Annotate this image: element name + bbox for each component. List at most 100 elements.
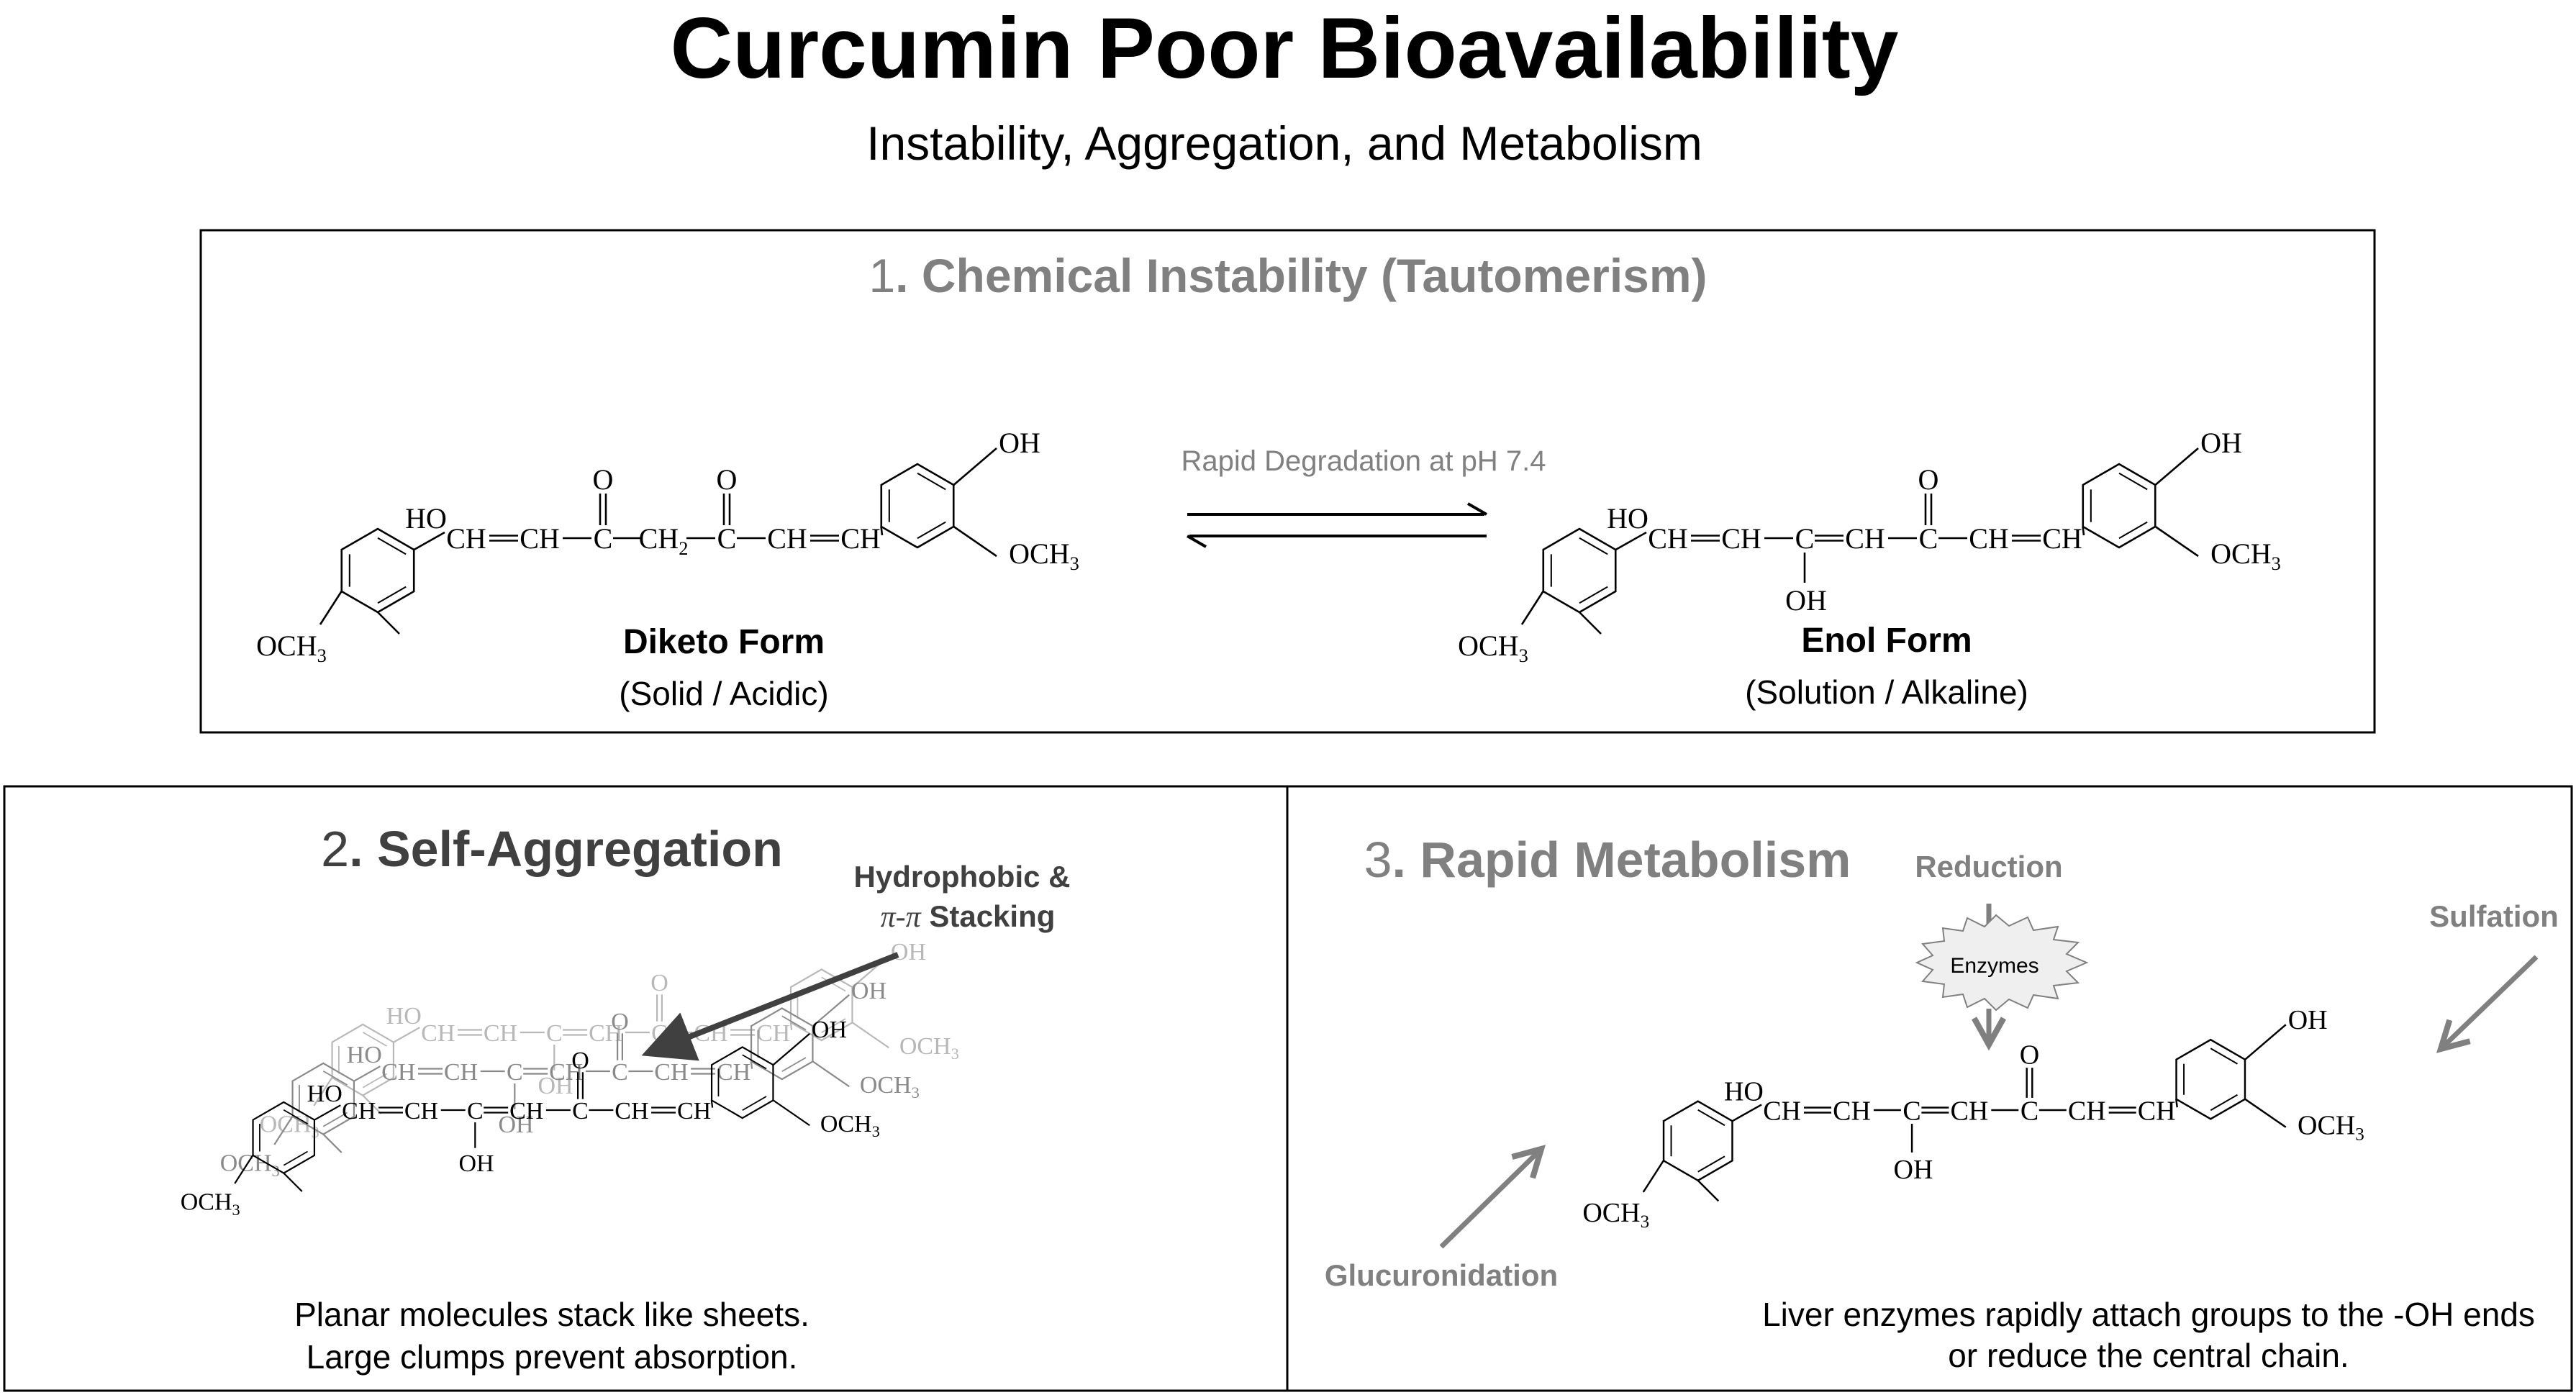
glucuronidation-arrow xyxy=(1439,1149,1541,1249)
panel1-heading-text: . Chemical Instability (Tautomerism) xyxy=(895,249,1707,302)
enol-carbon-hydroxyl: OH xyxy=(498,1112,533,1138)
right-aryl-ring xyxy=(2210,1094,2238,1112)
chain-ch: CH xyxy=(840,522,881,555)
chain-ch: CH xyxy=(717,1059,750,1086)
methyl-stub xyxy=(1697,1179,1720,1202)
right-aryl-ring xyxy=(880,463,955,549)
right-aryl-ring xyxy=(781,1015,807,1031)
panel2-heading-text: . Self-Aggregation xyxy=(349,821,783,877)
ketone-oxygen: O xyxy=(2020,1040,2039,1070)
methoxy-label-left: OCH3 xyxy=(256,630,327,666)
page-title: Curcumin Poor Bioavailability xyxy=(670,0,1898,96)
stacking-annotation-word: Stacking xyxy=(921,899,1056,933)
methyl-stub xyxy=(322,1133,343,1153)
hydroxyl-label-left: HO xyxy=(386,1003,422,1030)
hydroxyl-label-left: HO xyxy=(405,502,447,535)
left-aryl-ring xyxy=(1579,537,1608,555)
ketone-carbon: C xyxy=(1919,522,1938,555)
page-subtitle: Instability, Aggregation, and Metabolism xyxy=(866,117,1702,170)
methoxy-bond-left xyxy=(319,591,343,625)
enol-carbon-hydroxyl: OH xyxy=(538,1073,573,1099)
panel3-heading-text: . Rapid Metabolism xyxy=(1392,832,1851,888)
panel2-number: 2 xyxy=(321,821,349,877)
hydroxyl-bond-right xyxy=(2154,447,2199,486)
panel3-caption-line2: or reduce the central chain. xyxy=(1948,1337,2349,1374)
aryl-chain-bond xyxy=(393,1027,420,1043)
hydroxyl-label-right: OH xyxy=(2288,1005,2328,1035)
chain-ch: CH xyxy=(1833,1096,1871,1126)
ketone-2-carbon: C xyxy=(717,522,737,555)
aryl-chain-bond xyxy=(750,1061,753,1069)
chain-ch: CH xyxy=(1648,522,1688,555)
hydroxyl-label-left: HO xyxy=(1607,502,1648,535)
ketone-carbon: C xyxy=(572,1098,589,1124)
enol-note: (Solution / Alkaline) xyxy=(1745,673,2028,711)
chain-ch: CH xyxy=(342,1098,376,1124)
right-aryl-ring xyxy=(2082,463,2157,549)
methoxy-bond-left xyxy=(273,1116,294,1145)
left-aryl-ring xyxy=(322,1071,348,1086)
diketo-name: Diketo Form xyxy=(623,623,825,661)
methoxy-bond-left xyxy=(234,1155,254,1184)
aryl-chain-bond xyxy=(353,1065,381,1082)
right-aryl-ring xyxy=(2118,521,2148,540)
pi-pi-symbol: π-π xyxy=(881,901,922,934)
panel-rapid-metabolism xyxy=(1286,785,2573,1392)
methylene: CH2 xyxy=(639,522,689,559)
left-aryl-ring xyxy=(362,1073,387,1089)
hydroxyl-label-left: HO xyxy=(347,1042,382,1068)
chain-ch: CH xyxy=(756,1020,790,1047)
left-aryl-ring xyxy=(340,527,415,614)
right-aryl-ring xyxy=(917,472,946,491)
chain-ch: CH xyxy=(1721,522,1761,555)
panel2-heading: 2. Self-Aggregation xyxy=(321,821,783,877)
methoxy-label-left: OCH3 xyxy=(181,1189,240,1219)
left-aryl-ring xyxy=(283,1150,308,1166)
enol-carbon-carbon: C xyxy=(546,1020,563,1047)
panel3-caption-line1: Liver enzymes rapidly attach groups to t… xyxy=(1762,1296,2535,1333)
methoxy-bond-right xyxy=(812,1060,850,1088)
hydroxyl-bond-right xyxy=(772,1032,810,1065)
tautomer-arrow-label: Rapid Degradation at pH 7.4 xyxy=(1182,445,1546,477)
chain-ch: CH xyxy=(444,1059,478,1086)
enol-carbon-carbon: C xyxy=(467,1098,484,1124)
right-aryl-ring xyxy=(710,1046,774,1119)
chain-ch: CH xyxy=(509,1098,543,1124)
methoxy-label-left: OCH3 xyxy=(1458,630,1528,666)
methoxy-bond-right xyxy=(773,1099,810,1127)
chain-ch: CH xyxy=(2042,522,2082,555)
hydroxyl-bond-right xyxy=(953,447,997,486)
chain-ch: CH xyxy=(2068,1096,2106,1126)
enol-carbon-hydroxyl: OH xyxy=(1894,1155,1933,1185)
sulfation-arrow xyxy=(2441,955,2539,1049)
right-aryl-ring xyxy=(742,1054,767,1070)
right-aryl-ring xyxy=(821,976,846,992)
chain-ch: CH xyxy=(381,1059,415,1086)
panel-chemical-instability xyxy=(199,229,2376,734)
right-aryl-ring xyxy=(781,1057,807,1072)
glucuronidation-label: Glucuronidation xyxy=(1325,1258,1558,1292)
right-aryl-ring xyxy=(2118,472,2148,491)
aryl-chain-bond xyxy=(314,1104,341,1121)
chain-ch: CH xyxy=(2138,1096,2176,1126)
hydroxyl-label-right: OH xyxy=(999,427,1040,459)
chain-ch: CH xyxy=(404,1098,438,1124)
right-aryl-ring xyxy=(2175,1038,2246,1120)
chain-ch: CH xyxy=(520,522,560,555)
enzymes-label: Enzymes xyxy=(1950,954,2038,978)
left-aryl-ring xyxy=(1579,586,1608,604)
panel1-heading: 1. Chemical Instability (Tautomerism) xyxy=(869,249,1707,302)
chain-ch: CH xyxy=(1845,522,1885,555)
reduction-label: Reduction xyxy=(1915,850,2062,883)
right-aryl-ring xyxy=(821,1018,846,1033)
hydroxyl-bond-right xyxy=(2244,1024,2287,1060)
enzymes-burst-icon xyxy=(1915,914,2089,1012)
enol-carbon-carbon: C xyxy=(1902,1096,1920,1126)
enol-carbon-hydroxyl: OH xyxy=(1785,584,1827,617)
